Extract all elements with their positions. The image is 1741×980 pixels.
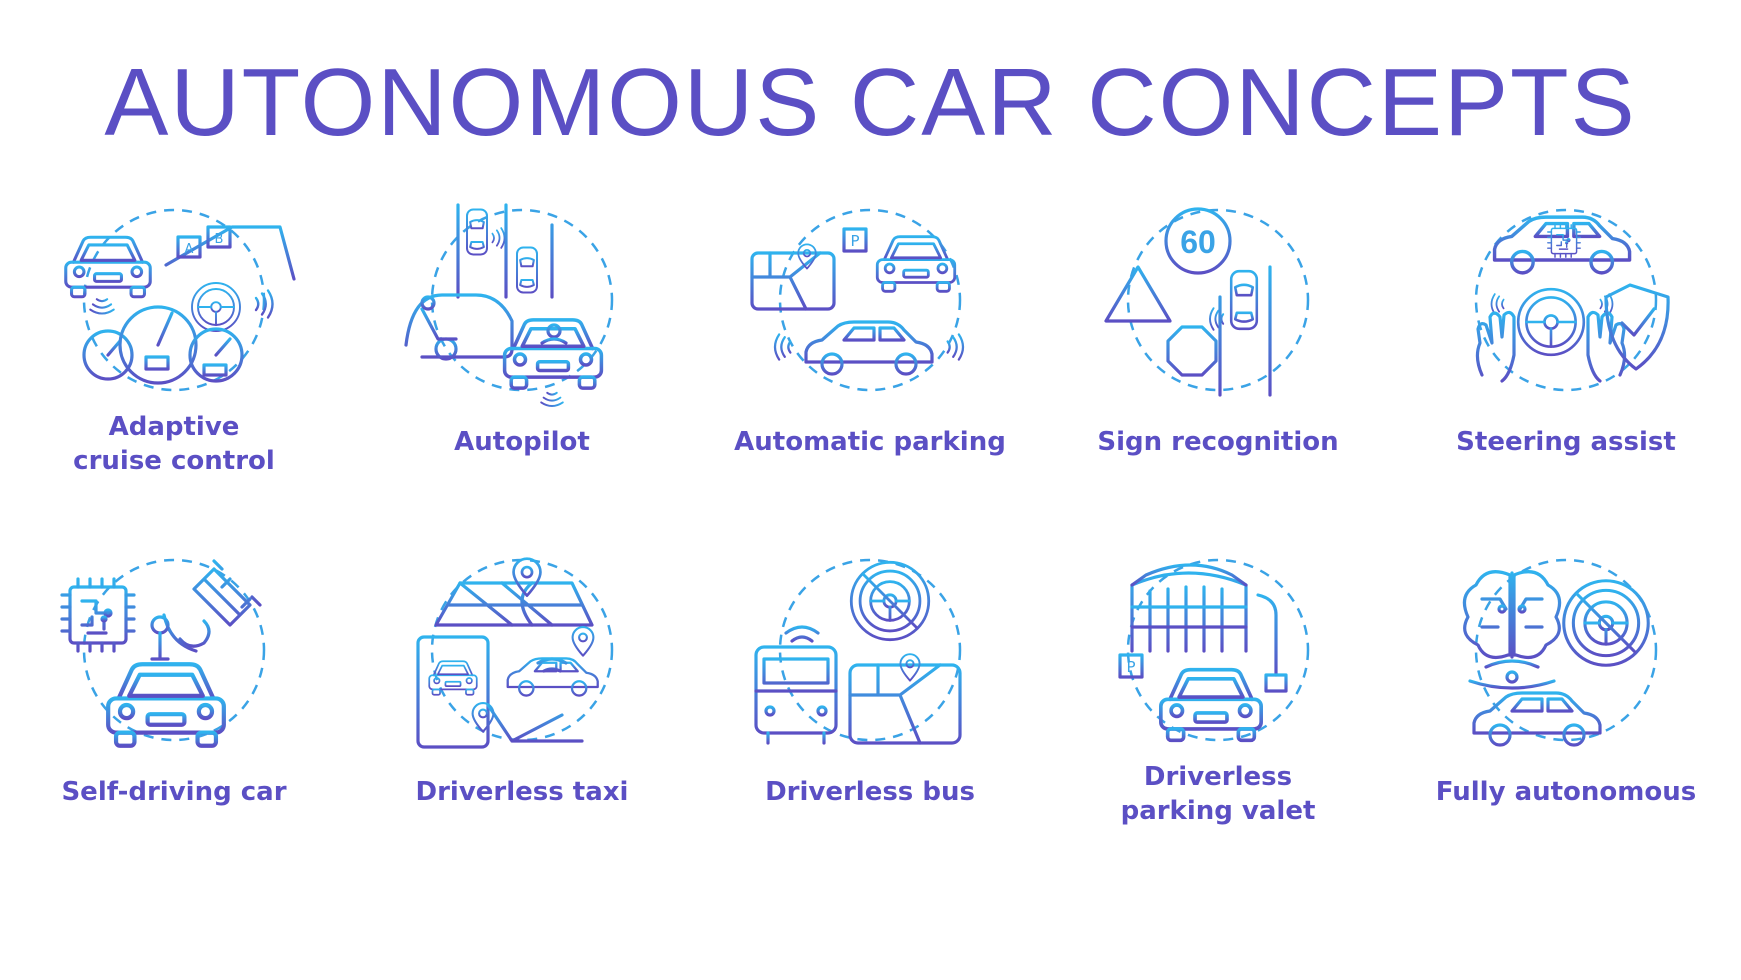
fully-autonomous-icon (1462, 558, 1658, 747)
parking-valet-icon: P (1116, 558, 1310, 743)
sign-b-text: B (215, 232, 224, 247)
speed-limit-text: 60 (1180, 224, 1216, 260)
concept-label: Sign recognition (1097, 427, 1339, 457)
autopilot-icon (404, 203, 614, 408)
concept-label: Adaptive cruise control (73, 412, 275, 476)
self-driving-car-icon (60, 558, 266, 795)
svg-text:P: P (850, 232, 859, 250)
concept-label: Driverless parking valet (1120, 762, 1316, 826)
sign-recognition-icon: 60 (1104, 207, 1310, 397)
concept-label: Self-driving car (61, 777, 287, 807)
parking-sign-text: P (1126, 658, 1135, 676)
steering-assist-icon (1474, 208, 1670, 392)
concept-label: Fully autonomous (1435, 777, 1697, 807)
concept-label: Driverless bus (765, 777, 975, 807)
driverless-bus-icon (754, 558, 962, 745)
page-title: AUTONOMOUS CAR CONCEPTS (104, 49, 1637, 156)
automatic-parking-icon: P (750, 208, 972, 392)
concept-label: Driverless taxi (415, 777, 629, 807)
cruise-control-icon: A B (64, 208, 296, 392)
concept-label: Steering assist (1456, 427, 1676, 457)
concept-label: Automatic parking (734, 427, 1006, 457)
driverless-taxi-icon (416, 557, 614, 749)
sign-a-text: A (185, 242, 194, 257)
concept-label: Autopilot (454, 427, 590, 457)
